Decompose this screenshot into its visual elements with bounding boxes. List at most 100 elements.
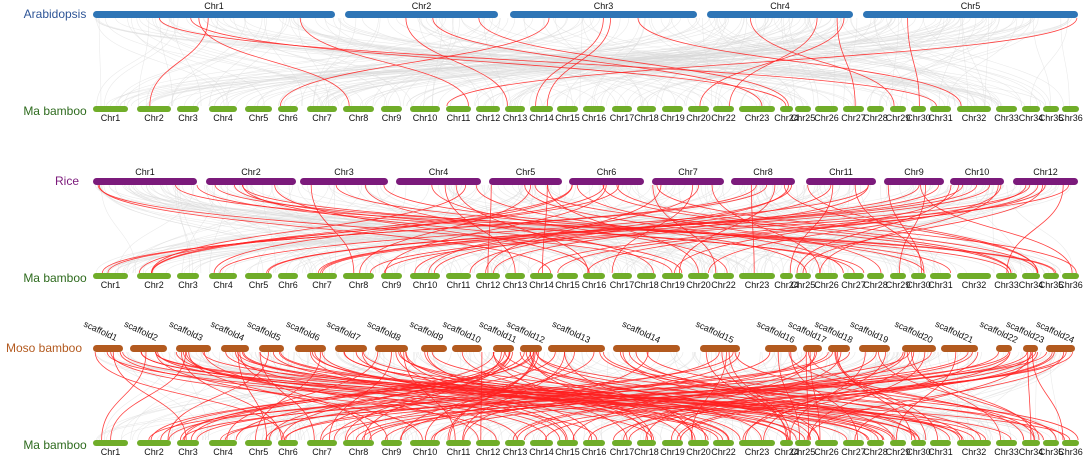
bottom-chromosome-bar	[93, 106, 128, 112]
bottom-chromosome-label: Chr1	[101, 113, 121, 123]
background-link	[301, 184, 1033, 274]
highlight-link	[149, 17, 209, 107]
background-link	[289, 17, 401, 107]
top-chromosome-bar	[941, 345, 978, 352]
bottom-chromosome-bar	[137, 440, 171, 446]
bottom-chromosome-bar	[996, 440, 1017, 446]
background-link	[741, 17, 872, 107]
bottom-chromosome-label: Chr10	[413, 447, 438, 457]
bottom-chromosome-bar	[505, 273, 525, 279]
background-link	[947, 17, 1018, 107]
background-link	[552, 17, 895, 107]
bottom-chromosome-label: Chr14	[529, 113, 554, 123]
bottom-chromosome-bar	[245, 273, 272, 279]
top-chromosome-label: Chr1	[204, 1, 224, 11]
top-chromosome-bar	[206, 178, 296, 185]
highlight-link	[364, 184, 654, 274]
top-chromosome-bar	[613, 345, 680, 352]
bottom-chromosome-bar	[505, 106, 525, 112]
highlight-link	[887, 184, 922, 274]
bottom-chromosome-bar	[843, 440, 864, 446]
highlight-link	[613, 351, 1053, 441]
bottom-chromosome-bar	[583, 440, 605, 446]
bottom-chromosome-bar	[815, 106, 838, 112]
top-chromosome-bar	[859, 345, 890, 352]
top-chromosome-bar	[828, 345, 850, 352]
bottom-chromosome-bar	[583, 273, 605, 279]
bottom-chromosome-label: Chr8	[349, 113, 369, 123]
bottom-chromosome-bar	[713, 106, 734, 112]
bottom-chromosome-bar	[1022, 273, 1040, 279]
bottom-chromosome-label: Chr9	[382, 280, 402, 290]
highlight-link	[674, 184, 959, 274]
bottom-chromosome-bar	[343, 440, 374, 446]
top-chromosome-label: scaffold10	[441, 319, 482, 345]
highlight-link	[485, 184, 662, 274]
highlight-link	[119, 351, 598, 441]
highlight-link	[444, 184, 516, 274]
bottom-chromosome-bar	[739, 440, 775, 446]
highlight-link	[911, 351, 1001, 441]
top-chromosome-bar	[300, 178, 388, 185]
background-link	[149, 184, 835, 274]
bottom-chromosome-label: Chr18	[634, 280, 659, 290]
background-link	[96, 17, 170, 107]
background-link	[112, 351, 300, 441]
highlight-link	[140, 351, 885, 441]
bottom-chromosome-bar	[530, 273, 553, 279]
highlight-link	[728, 351, 791, 441]
background-link	[874, 351, 1025, 441]
bottom-chromosome-label: Chr13	[503, 280, 528, 290]
background-link	[99, 351, 380, 441]
bottom-chromosome-label: Chr30	[906, 113, 931, 123]
background-link	[840, 17, 1047, 107]
bottom-chromosome-bar	[688, 273, 709, 279]
highlight-link	[355, 351, 932, 441]
bottom-chromosome-bar	[381, 273, 402, 279]
highlight-link	[112, 351, 187, 441]
highlight-link	[155, 351, 1071, 441]
bottom-chromosome-label: Chr11	[447, 113, 471, 123]
bottom-chromosome-label: Chr20	[686, 447, 711, 457]
background-link	[517, 17, 730, 107]
top-chromosome-bar	[421, 345, 447, 352]
highlight-link	[110, 351, 187, 441]
top-chromosome-bar	[700, 345, 740, 352]
bottom-chromosome-label: Chr25	[791, 280, 816, 290]
bottom-chromosome-label: Chr6	[278, 113, 298, 123]
top-chromosome-label: scaffold19	[849, 319, 890, 345]
background-link	[191, 184, 822, 274]
top-chromosome-label: scaffold14	[621, 319, 662, 345]
background-link	[222, 184, 523, 274]
bottom-chromosome-bar	[93, 440, 128, 446]
top-chromosome-label: Chr11	[829, 167, 853, 177]
top-chromosome-bar	[493, 345, 514, 352]
highlight-link	[478, 17, 789, 107]
highlight-link	[432, 17, 763, 107]
bottom-chromosome-label: Chr15	[555, 113, 580, 123]
highlight-link	[907, 17, 920, 107]
top-chromosome-bar	[803, 345, 822, 352]
highlight-link	[656, 184, 1077, 274]
bottom-chromosome-bar	[795, 440, 811, 446]
bottom-chromosome-label: Chr25	[791, 447, 816, 457]
bottom-chromosome-bar	[177, 106, 199, 112]
bottom-chromosome-bar	[245, 106, 272, 112]
background-link	[660, 17, 891, 107]
bottom-chromosome-bar	[911, 106, 926, 112]
background-link	[752, 184, 889, 274]
background-link	[926, 351, 1065, 441]
highlight-link	[98, 184, 551, 274]
background-link	[886, 17, 1051, 107]
bottom-chromosome-bar	[867, 440, 884, 446]
highlight-link	[259, 351, 987, 441]
highlight-link	[623, 351, 906, 441]
top-chromosome-bar	[902, 345, 936, 352]
top-chromosome-label: Chr4	[429, 167, 449, 177]
bottom-chromosome-bar	[177, 440, 199, 446]
background-link	[277, 351, 380, 441]
bottom-chromosome-label: Chr12	[476, 280, 501, 290]
top-chromosome-label: Chr2	[241, 167, 261, 177]
highlight-link	[708, 184, 1002, 274]
bottom-chromosome-bar	[996, 273, 1017, 279]
